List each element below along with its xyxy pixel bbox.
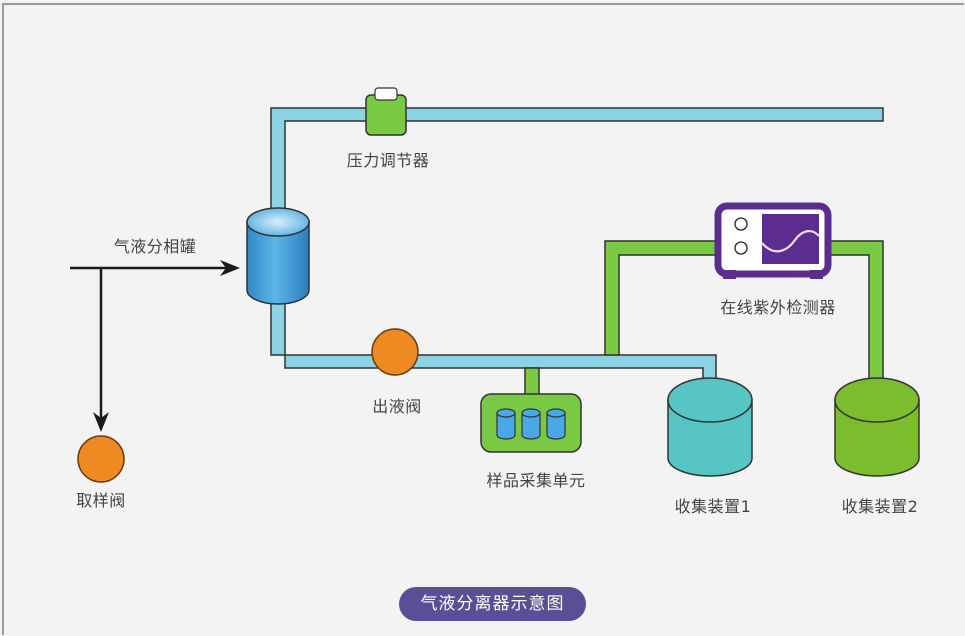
pressure-regulator[interactable] [365, 87, 407, 136]
inlet-arrow [70, 260, 240, 276]
sampling-valve-label: 取样阀 [76, 491, 126, 510]
outlet-valve[interactable] [371, 328, 419, 376]
detector-screen [762, 214, 819, 264]
sampling-arrow [93, 268, 109, 432]
separator-tank[interactable] [246, 207, 310, 305]
pressure-regulator-label: 压力调节器 [346, 151, 430, 170]
diagram-frame [2, 3, 964, 635]
collector-2[interactable] [834, 377, 920, 477]
detector-knob-icon [734, 217, 748, 231]
uv-detector-label: 在线紫外检测器 [720, 298, 836, 317]
sine-wave-icon [761, 230, 820, 253]
sample-vial [546, 408, 566, 440]
diagram-title: 气液分离器示意图 [399, 587, 586, 621]
collector-1[interactable] [667, 377, 753, 477]
detector-feed-pipe [604, 240, 721, 356]
collector-1-label: 收集装置1 [674, 497, 752, 516]
outlet-valve-label: 出液阀 [372, 397, 422, 416]
sample-unit-label: 样品采集单元 [486, 471, 586, 490]
sample-collection-unit[interactable] [480, 393, 582, 453]
sample-vial [496, 408, 516, 440]
sampling-valve[interactable] [77, 435, 125, 483]
liquid-outlet-pipe [270, 294, 717, 381]
detector-knob-icon [734, 241, 748, 255]
uv-detector[interactable] [714, 202, 832, 279]
separator-tank-label: 气液分相罐 [113, 237, 197, 256]
collector-2-label: 收集装置2 [841, 497, 919, 516]
sample-vial [521, 408, 541, 440]
